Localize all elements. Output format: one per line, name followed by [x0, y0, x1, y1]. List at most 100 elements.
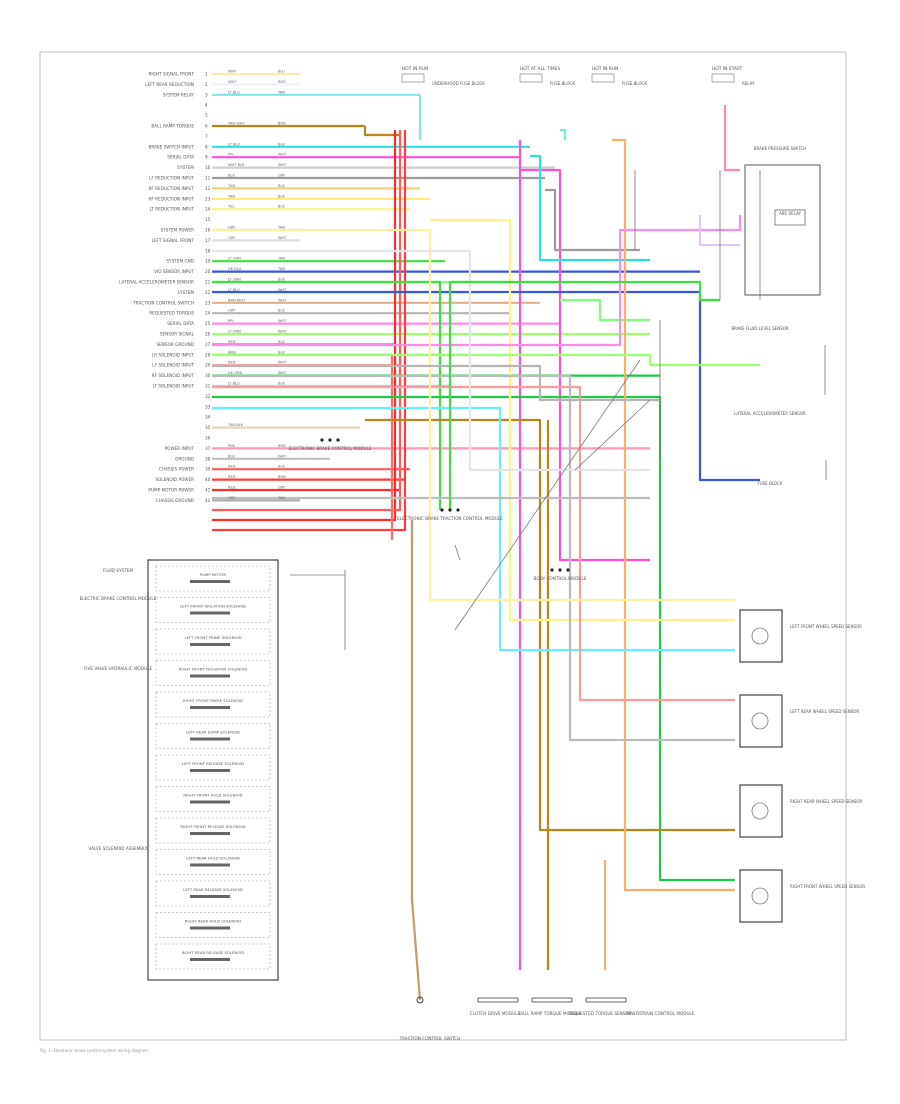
pin-row: 32	[205, 394, 211, 399]
wire-route	[212, 374, 735, 742]
pin-label: LF REDUCTION INPUT	[149, 176, 194, 181]
wire-route	[723, 105, 740, 172]
solenoid-box	[155, 660, 271, 686]
pin-number: 32	[205, 394, 211, 399]
solenoid-label: RIGHT FRONT PRIME SOLENOID	[183, 698, 243, 703]
wire-color-code: TAN	[227, 184, 235, 188]
pin-number: 18	[205, 248, 211, 253]
pin-label: SERIAL DATA	[167, 155, 194, 160]
module-label: ELECTRONIC BRAKE CONTROL MODULE	[288, 446, 371, 451]
wire-route	[212, 290, 760, 482]
pin-label: SENSOR SIGNAL	[160, 332, 195, 337]
power-source-label: HOT IN RUN	[402, 66, 428, 72]
wire-route	[545, 188, 640, 252]
pin-number: 37	[205, 446, 211, 451]
pin-number: 31	[205, 384, 211, 389]
relay-coil	[774, 209, 806, 226]
wire-route	[212, 130, 402, 512]
pin-label: LEFT SIGNAL FRONT	[152, 238, 195, 243]
solenoid-box	[155, 691, 271, 718]
pin-number: 22	[205, 290, 211, 295]
wire-color-code: LT GRN	[228, 257, 241, 261]
wheel-speed-sensor	[739, 784, 783, 838]
solenoid-coil	[190, 800, 230, 804]
solenoid-label: LEFT REAR HOLD SOLENOID	[186, 856, 240, 861]
wire-gauge-code: WHT	[278, 236, 287, 240]
solenoid-label: RIGHT REAR HOLD SOLENOID	[185, 919, 242, 924]
right-component-label: LATERAL ACCELEROMETER SENSOR	[734, 411, 806, 416]
solenoid-coil	[190, 832, 230, 835]
pin-label: RF REDUCTION INPUT	[149, 186, 195, 191]
pin-number: 2	[205, 82, 208, 87]
wire-route	[212, 406, 735, 652]
wire-color-code: GRY	[228, 309, 236, 313]
pin-number: 20	[205, 269, 211, 274]
solenoid-coil	[190, 706, 230, 709]
wire-route	[212, 280, 442, 510]
fuse-label: FUSE BLOCK	[550, 81, 575, 86]
wire-route	[212, 228, 735, 602]
wire-color-code: LT BLU	[228, 142, 240, 146]
pin-label: GROUND	[175, 456, 194, 461]
wire-color-code: RED	[228, 486, 236, 490]
solenoid-label: LEFT REAR RELEASE SOLENOID	[183, 887, 243, 892]
pin-label: VIO SENSOR INPUT	[154, 269, 194, 274]
solenoid-box	[155, 754, 271, 781]
solenoid-box	[155, 597, 271, 623]
wire-color-code: WHT	[228, 70, 237, 74]
wire-route	[612, 138, 735, 892]
wire-gauge-code: WHT	[278, 298, 287, 302]
pin-number: 9	[205, 155, 208, 160]
wire-color-code: BRN WHT	[228, 298, 246, 302]
power-source-label: HOT IN RUN	[592, 66, 618, 72]
pin-label: PUMP MOTOR POWER	[148, 488, 194, 493]
connector-dot	[320, 438, 324, 442]
pin-number: 27	[205, 342, 211, 347]
wire-layer	[212, 72, 827, 1001]
wire-gauge-code: BLK	[278, 340, 285, 344]
wire-gauge-code: BLK	[278, 309, 285, 313]
wheel-sensor-label: LEFT FRONT WHEEL SPEED SENSOR	[790, 624, 862, 629]
wire-route	[212, 395, 735, 882]
pin-number: 38	[205, 456, 211, 461]
diagram-frame	[39, 51, 847, 1041]
ground-line	[454, 359, 641, 631]
pin-number: 41	[205, 488, 211, 493]
figure-caption: Fig. 1: Electronic brake control system …	[40, 1048, 148, 1053]
wire-route	[560, 298, 650, 322]
solenoid-label: LEFT FRONT PRIME SOLENOID	[184, 635, 241, 640]
pin-number: 24	[205, 311, 211, 316]
pin-label: CHASSIS POWER	[159, 467, 194, 472]
valve-solenoid-assembly	[147, 559, 279, 981]
pin-number: 28	[205, 352, 211, 357]
pin-row: 36	[205, 436, 211, 441]
pin-number: 15	[205, 217, 211, 222]
wheel-speed-sensor	[739, 609, 783, 663]
wheel-speed-sensor	[739, 694, 783, 748]
pin-label: BRAKE SWITCH INPUT	[149, 144, 195, 149]
wire-color-code: GRY	[228, 226, 236, 230]
pin-label: SENSOR GROUND	[156, 342, 194, 347]
pin-number: 13	[205, 196, 211, 201]
pin-label: REQUESTED TORQUE	[149, 311, 194, 316]
wire-gauge-code: BRN	[278, 122, 286, 126]
solenoid-label: LEFT FRONT ISOLATION SOLENOID	[180, 604, 246, 609]
wire-gauge-code: BLK	[278, 184, 285, 188]
solenoid-label: RIGHT FRONT HOLD SOLENOID	[183, 793, 242, 798]
sensor-coil-icon	[751, 887, 769, 905]
pin-number: 14	[205, 207, 211, 212]
pin-label: SYSTEM	[177, 165, 194, 170]
pin-number: 21	[205, 280, 211, 285]
solenoid-box	[155, 628, 271, 655]
pin-label: RIGHT SIGNAL FRONT	[148, 72, 194, 77]
wire-gauge-code: GRY	[278, 174, 286, 178]
pin-number: 25	[205, 321, 211, 326]
pin-row: 33	[205, 404, 211, 409]
